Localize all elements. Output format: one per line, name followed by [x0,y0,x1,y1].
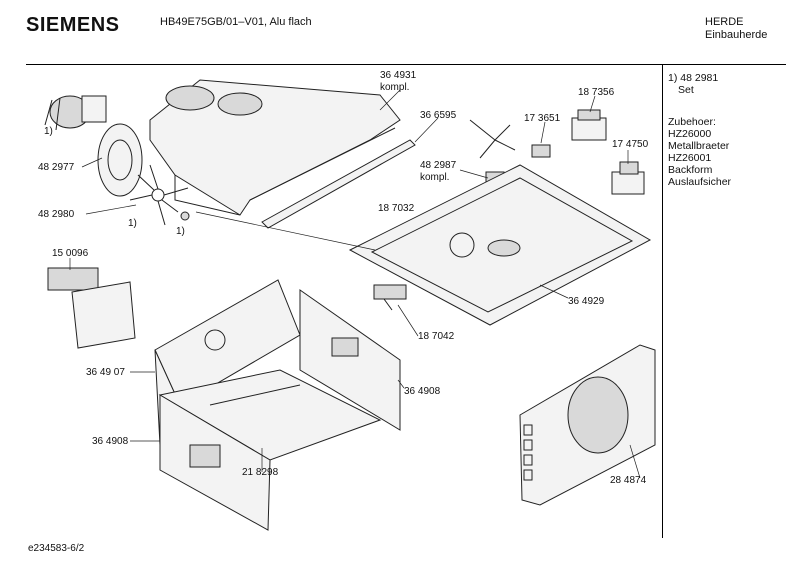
category-line-2: Einbauherde [705,29,768,41]
document-id: e234583-6/2 [28,543,85,554]
front-frame-drawing [159,394,271,531]
footnote-marker: 1) [176,226,185,237]
part-label: 18 7032 [378,203,415,214]
leader-lines [69,89,641,479]
rear-cover-panel-drawing [519,344,656,506]
set-note-number: 1) 48 2981 [668,72,719,84]
part-label: 28 4874 [610,475,647,486]
footnote-marker: 1) [44,126,53,137]
seal-strip-drawing [261,139,416,229]
right-side-wall-drawing [299,289,401,431]
fan-housing-drawing [97,123,143,197]
accessory-item: Auslaufsicher [668,176,732,188]
part-label: 48 2980 [38,209,75,220]
accessory-item: Metallbraeter [668,140,730,152]
part-label: 36 4908 [92,436,129,447]
set-note-label: Set [678,84,694,96]
accessory-item: HZ26001 [668,152,712,164]
switch-drawing [531,144,551,158]
relay-drawing [611,161,645,195]
air-duct-drawing [149,79,401,216]
category: HERDE Einbauherde [705,16,767,42]
part-label: 17 4750 [612,139,649,150]
part-label: 36 4929 [568,296,605,307]
part-label: 36 4908 [404,386,441,397]
part-label: 36 6595 [420,110,457,121]
part-label: 17 3651 [524,113,561,124]
fan-motor-drawing [44,95,107,131]
back-panel-drawing [348,164,652,326]
part-label: 48 2977 [38,162,75,173]
part-label: 18 7042 [418,331,455,342]
part-label: 21 8298 [242,467,279,478]
accessories-title: Zubehoer: [668,116,716,128]
part-label-kompl: kompl. [380,82,410,93]
fan-wheel-drawing [129,164,190,226]
part-label: 36 49 07 [86,367,125,378]
part-label-kompl: kompl. [420,172,450,183]
part-label: 36 4931 [380,70,417,81]
part-label: 48 2987 [420,160,457,171]
category-line-1: HERDE [705,16,744,28]
part-label: 15 0096 [52,248,89,259]
accessory-item: Backform [668,164,713,176]
header-divider [26,64,786,65]
sidebar-divider [662,64,663,538]
transformer-drawing [571,109,607,141]
door-switch-drawing [373,284,407,311]
brand-logo: SIEMENS [26,14,120,36]
terminal-block-drawing [47,267,136,349]
accessory-item: HZ26000 [668,128,712,140]
part-label: 18 7356 [578,87,615,98]
accessories-list: Zubehoer: HZ26000 Metallbraeter HZ26001 … [668,116,731,188]
set-note: 1) 48 2981 Set [668,72,718,96]
footnote-marker: 1) [128,218,137,229]
model-title: HB49E75GB/01–V01, Alu flach [160,16,312,28]
